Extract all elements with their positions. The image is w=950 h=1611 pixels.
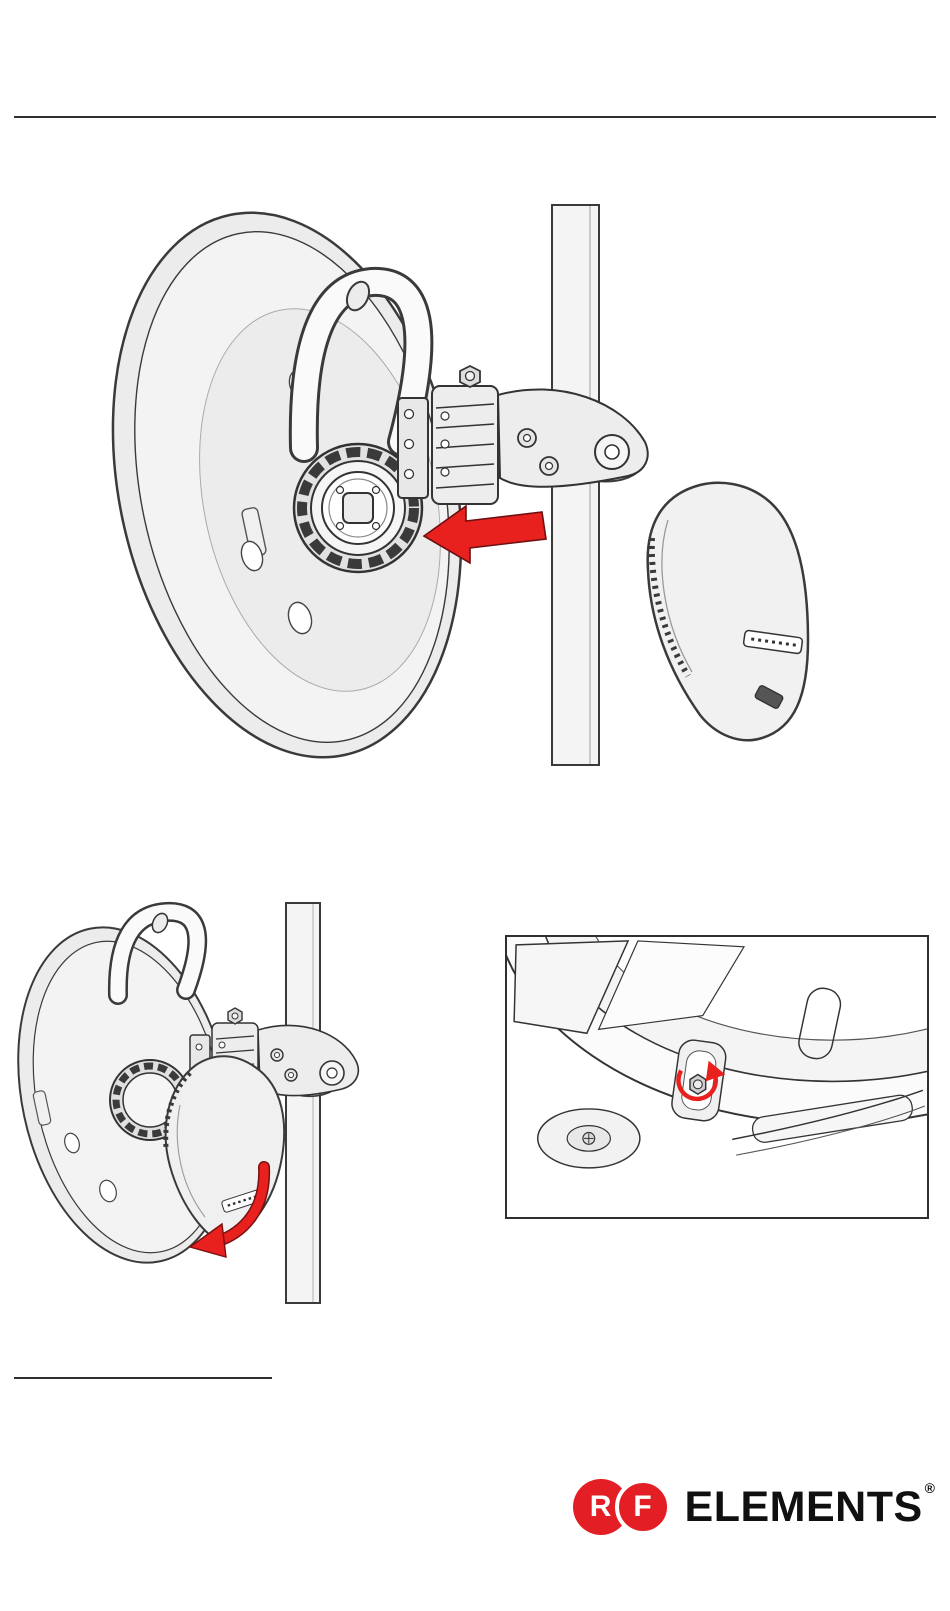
logo-circle-f: F	[614, 1479, 671, 1535]
logo-letter-r: R	[589, 1490, 612, 1523]
recessed-screw	[536, 1108, 641, 1169]
top-divider-line	[14, 116, 936, 118]
latch-tab	[798, 987, 842, 1060]
figure-rotate-radio-illustration	[17, 901, 360, 1304]
dish-hole	[287, 601, 313, 635]
locking-bolt	[689, 1073, 707, 1096]
handle-hole	[345, 280, 371, 312]
detail-inset-box	[505, 935, 929, 1219]
dish-hole	[64, 1132, 80, 1154]
registered-trademark-symbol: ®	[924, 1480, 935, 1496]
handle-hole	[151, 912, 169, 934]
radome-facet	[513, 940, 630, 1035]
dish-hub	[292, 442, 424, 574]
dish-hole	[240, 540, 264, 572]
mount-bracket	[397, 364, 649, 505]
insert-direction-arrow	[422, 504, 547, 565]
rf-elements-logo: R F ELEMENTS ®	[572, 1478, 935, 1536]
dish-hub	[109, 1059, 191, 1141]
footnote-divider-line	[14, 1377, 272, 1379]
dish-rim-tab	[32, 1090, 52, 1126]
rotate-direction-arrow	[188, 1161, 271, 1258]
dish-handle	[107, 901, 208, 1005]
radio-connector	[754, 685, 784, 709]
pole-illustration	[285, 902, 321, 1304]
figure-attach-radio-illustration	[111, 204, 810, 766]
radio-grip-ribs	[163, 1071, 192, 1148]
radome-facet	[597, 940, 746, 1031]
dish-handle	[288, 266, 434, 463]
dish-hole	[99, 1179, 117, 1203]
locking-screw-detail-illustration	[507, 937, 927, 1169]
logo-wordmark: ELEMENTS	[684, 1483, 923, 1531]
logo-letter-f: F	[633, 1490, 652, 1523]
lower-bracket-bar	[732, 1089, 925, 1156]
radio-unit-illustration	[646, 481, 810, 742]
